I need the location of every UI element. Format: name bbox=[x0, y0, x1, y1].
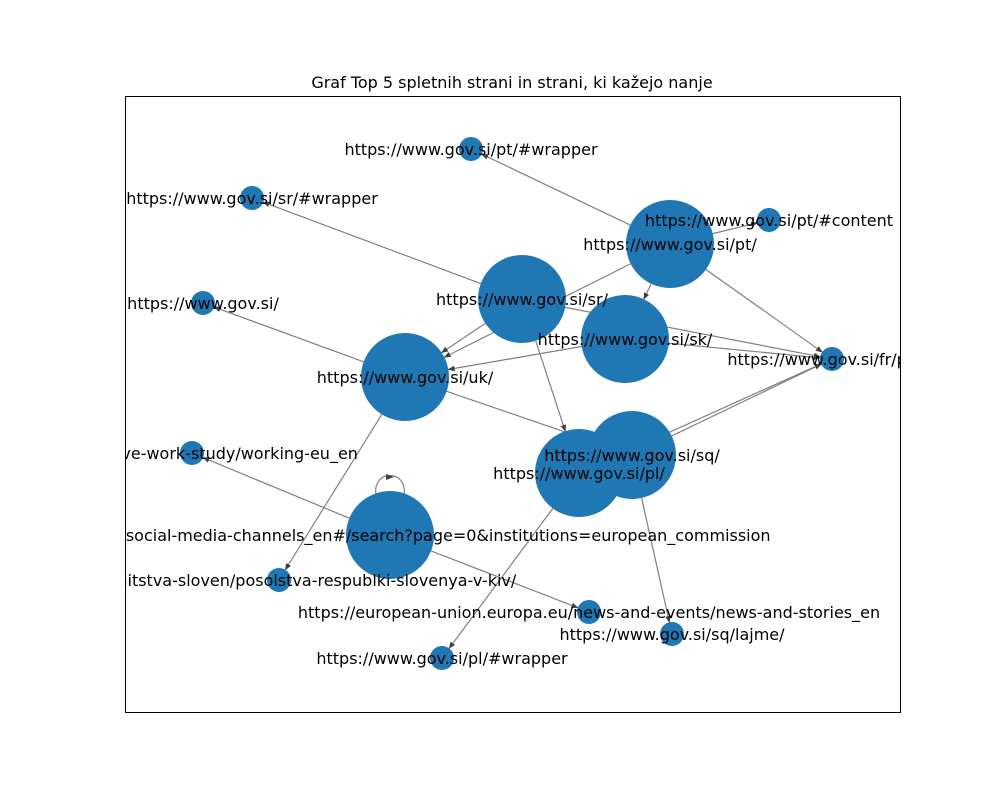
edge-sr-to-pl bbox=[535, 340, 567, 432]
node-label-pt_content: https://www.gov.si/pt/#content bbox=[645, 211, 893, 230]
edge-uk-to-gov bbox=[213, 306, 364, 363]
node-kiv bbox=[267, 568, 291, 592]
nodes-layer bbox=[180, 137, 844, 670]
node-sr_wrapper bbox=[240, 186, 264, 210]
node-label-eu_working: europa.eu/live-work-study/working-eu_en bbox=[26, 444, 358, 464]
node-pl_wrapper bbox=[430, 646, 454, 670]
node-label-sr: https://www.gov.si/sr/ bbox=[436, 290, 609, 309]
self-loop-arrowhead bbox=[386, 474, 394, 480]
edge-pt-to-pt_wrapper bbox=[481, 153, 631, 226]
node-label-eu_news: https://european-union.europa.eu/news-an… bbox=[298, 603, 880, 623]
node-uk bbox=[361, 333, 449, 421]
node-gov bbox=[191, 291, 215, 315]
node-eu_news bbox=[577, 600, 601, 624]
node-label-pl_wrapper: https://www.gov.si/pl/#wrapper bbox=[316, 649, 568, 668]
edge-sk-to-uk bbox=[447, 345, 582, 372]
edge-sq-to-sq_lajme bbox=[641, 497, 671, 623]
node-pt_wrapper bbox=[459, 137, 483, 161]
node-label-sr_wrapper: https://www.gov.si/sr/#wrapper bbox=[126, 189, 378, 208]
edge-pt-to-pt_content bbox=[712, 221, 759, 235]
chart-title: Graf Top 5 spletnih strani in strani, ki… bbox=[311, 73, 712, 92]
node-pt bbox=[626, 200, 714, 288]
node-eu_contact bbox=[346, 491, 434, 579]
node-label-kiv: /predstavnitstva-sloven/posolstva-respub… bbox=[42, 571, 517, 590]
node-sr bbox=[478, 255, 566, 343]
node-label-sq_lajme: https://www.gov.si/sq/lajme/ bbox=[559, 625, 785, 644]
node-sk bbox=[581, 295, 669, 383]
edge-uk-to-kiv bbox=[284, 414, 383, 571]
node-label-fr: https://www.gov.si/fr/page bbox=[727, 350, 936, 369]
node-eu_working bbox=[180, 441, 204, 465]
edge-sr-to-sr_wrapper bbox=[262, 201, 481, 285]
edge-pt-to-fr bbox=[705, 268, 823, 353]
node-fr bbox=[820, 347, 844, 371]
node-sq_lajme bbox=[660, 622, 684, 646]
edge-eu_contact-to-eu_news bbox=[430, 550, 579, 609]
edge-sq-to-fr bbox=[671, 363, 822, 437]
edge-eu_contact-to-eu_working bbox=[202, 457, 350, 519]
node-label-uk: https://www.gov.si/uk/ bbox=[317, 368, 494, 387]
node-label-gov: https://www.gov.si/ bbox=[127, 294, 279, 313]
edge-sr-to-uk bbox=[441, 322, 486, 354]
labels-layer: https://www.gov.si/pt/#wrapper https://ww… bbox=[9, 140, 936, 668]
node-pl bbox=[535, 429, 623, 517]
node-label-eu_contact: eu/contact-eu/social-media-channels_en#/… bbox=[9, 526, 770, 546]
node-label-pl: https://www.gov.si/pl/ bbox=[493, 464, 665, 483]
node-label-sk: https://www.gov.si/sk/ bbox=[538, 330, 713, 349]
plot-frame bbox=[125, 96, 901, 713]
edge-sk-to-fr bbox=[668, 342, 821, 361]
node-label-pt: https://www.gov.si/pt/ bbox=[583, 235, 757, 254]
edge-pt-to-sk bbox=[643, 283, 652, 300]
node-label-pt_wrapper: https://www.gov.si/pt/#wrapper bbox=[344, 140, 598, 159]
node-pt_content bbox=[757, 208, 781, 232]
node-label-sq: https://www.gov.si/sq/ bbox=[544, 446, 720, 465]
